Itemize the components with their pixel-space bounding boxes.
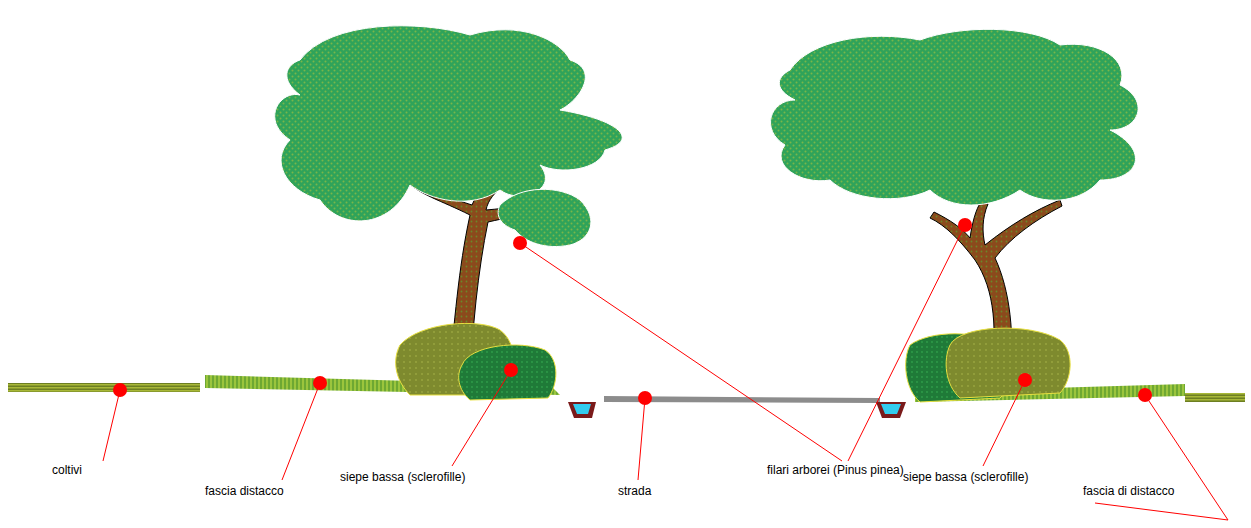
ditch-water [573, 404, 591, 414]
leader-lines [103, 225, 1228, 520]
tree-canopy [275, 26, 623, 221]
part-label: siepe bassa (sclerofille) [903, 470, 1028, 484]
hedge [459, 345, 556, 400]
hedge [946, 328, 1070, 398]
part-label: coltivi [52, 463, 82, 477]
ditch [876, 402, 906, 418]
tree-canopy [498, 189, 591, 246]
tree-canopy [771, 29, 1139, 205]
ditch [568, 402, 596, 418]
crop-band [1185, 393, 1245, 402]
part-label: fascia distacco [205, 484, 284, 498]
callout-dots [113, 218, 1152, 405]
part-label: siepe bassa (sclerofille) [340, 470, 465, 484]
part-label: strada [618, 484, 651, 498]
part-label: filari arborei (Pinus pinea) [767, 463, 904, 477]
ditch-water [881, 404, 901, 414]
part-label: fascia di distacco [1083, 484, 1174, 498]
crop-band [8, 383, 200, 392]
